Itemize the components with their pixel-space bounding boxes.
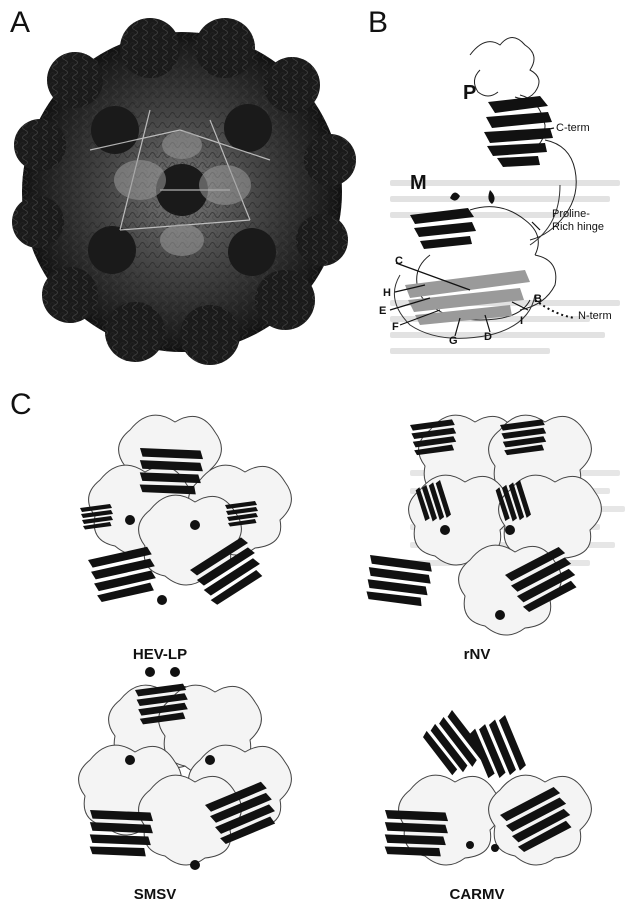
- smsv-label: SMSV: [75, 886, 235, 903]
- smsv-structure: [79, 667, 292, 870]
- carmv-structure: [378, 706, 592, 865]
- carmv-label: CARMV: [397, 886, 557, 903]
- hev-lp-structure: [80, 415, 291, 609]
- hev-lp-label: HEV-LP: [80, 646, 240, 663]
- rnv-structure: [359, 415, 602, 635]
- rnv-label: rNV: [397, 646, 557, 663]
